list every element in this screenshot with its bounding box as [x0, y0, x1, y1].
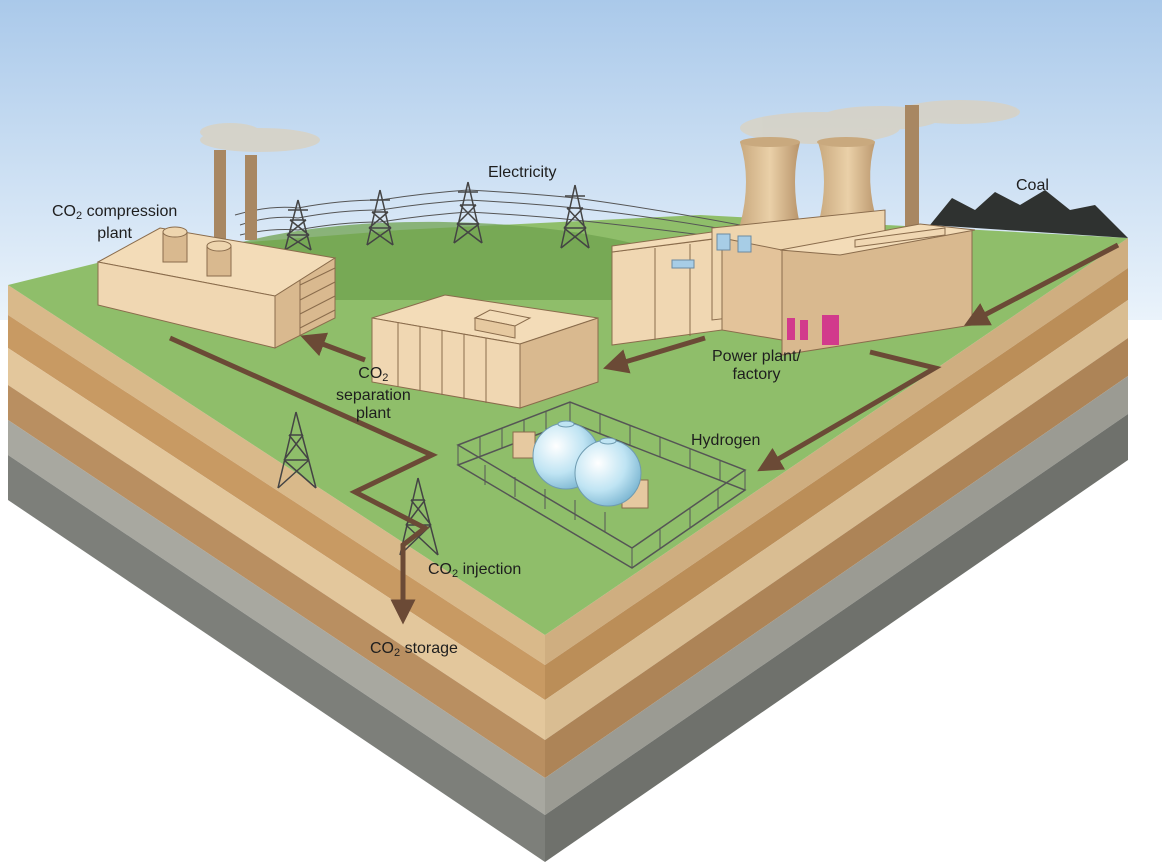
arrow-separation-to-compression	[300, 332, 366, 363]
label-electricity: Electricity	[488, 164, 557, 181]
injection-derricks	[277, 411, 439, 556]
label-co2-storage: CO2 storage	[370, 640, 458, 659]
co2-compression-plant	[96, 150, 337, 349]
derrick-left	[277, 411, 317, 489]
arrow-plant-to-separation	[603, 335, 706, 374]
pylon-3	[453, 181, 483, 244]
pylon-2	[366, 189, 394, 246]
ground-strata-right	[545, 238, 1128, 862]
arrow-coal-to-plant	[963, 242, 1120, 326]
electricity-pylons	[284, 181, 590, 251]
power-plant	[611, 105, 976, 356]
pylon-1	[284, 199, 312, 251]
co2-separation-plant	[371, 294, 599, 409]
smoke-clouds	[200, 100, 1020, 152]
power-lines	[234, 189, 741, 241]
arrow-compression-to-injection	[168, 335, 438, 625]
coal-pile	[930, 190, 1128, 238]
flow-arrows	[168, 242, 1120, 625]
label-hydrogen: Hydrogen	[691, 432, 761, 449]
label-co2-compression-plant: CO2 compression plant	[52, 203, 178, 242]
pylon-4	[560, 184, 590, 249]
label-power-plant: Power plant/ factory	[712, 348, 801, 383]
label-co2-injection: CO2 injection	[428, 561, 522, 580]
arrow-plant-to-hydrogen	[757, 349, 942, 472]
label-coal: Coal	[1016, 177, 1049, 194]
label-co2-separation-plant: CO2 separation plant	[336, 365, 411, 422]
hydrogen-storage	[456, 401, 747, 569]
